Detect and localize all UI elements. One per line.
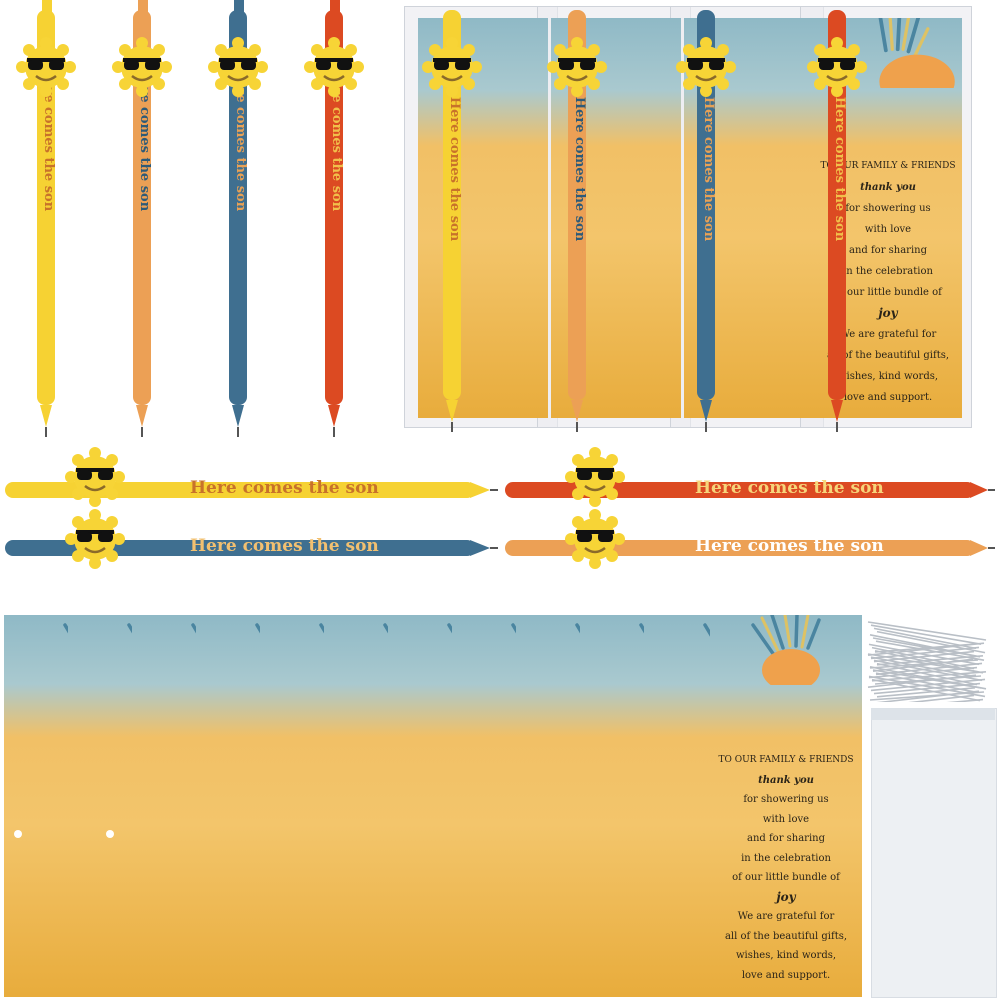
- sun-sunglasses-icon: [63, 445, 127, 509]
- card-closing-3: wishes, kind words,: [837, 371, 939, 382]
- pen-blue-vertical: Here comes the son: [229, 0, 248, 437]
- card-message: TO OUR FAMILY & FRIENDS thank you for sh…: [710, 751, 862, 985]
- cellophane-bag-flap: [871, 708, 995, 720]
- card-joy: joy: [878, 306, 898, 320]
- card-header: TO OUR FAMILY & FRIENDS: [718, 755, 854, 765]
- card-message: TO OUR FAMILY & FRIENDS thank you for sh…: [814, 156, 962, 408]
- sun-sunglasses-icon: [110, 35, 174, 99]
- pen-red-horizontal: Here comes the son: [505, 478, 975, 498]
- sun-sunglasses-icon: [420, 35, 484, 99]
- card-thank-you: thank you: [758, 774, 814, 786]
- pen-yellow-vertical: Here comes the son: [37, 0, 56, 437]
- card-thank-you: thank you: [860, 182, 916, 193]
- packaged-pen-orange: Here comes the son: [568, 10, 587, 432]
- packaged-pen-red: Here comes the son: [828, 10, 847, 432]
- card-closing-3: wishes, kind words,: [735, 950, 837, 961]
- sun-sunglasses-icon: [805, 35, 869, 99]
- card-closing-4: love and support.: [741, 969, 831, 981]
- card-closing-1: We are grateful for: [737, 911, 835, 922]
- sun-rays-icon: [878, 18, 955, 88]
- card-line-4: in the celebration: [741, 852, 831, 864]
- card-joy: joy: [776, 889, 796, 904]
- card-line-5: of our little bundle of: [732, 872, 840, 883]
- sun-toppers-packaged: [420, 35, 869, 99]
- sun-toppers-horizontal-right: [563, 445, 627, 571]
- pen-slogan: Here comes the son: [701, 96, 716, 242]
- card-line-2: with love: [864, 224, 912, 235]
- pen-yellow-horizontal: Here comes the son: [5, 478, 475, 498]
- card-line-2: with love: [762, 813, 810, 825]
- sun-toppers-row: [14, 35, 366, 99]
- sun-sunglasses-icon: [563, 445, 627, 509]
- card-front: TO OUR FAMILY & FRIENDS thank you for sh…: [710, 615, 862, 997]
- pen-slogan: Here comes the son: [832, 96, 847, 242]
- twist-tie-icon: [867, 621, 987, 702]
- pen-tips-left: [470, 482, 498, 556]
- card-closing-4: love and support.: [843, 392, 933, 403]
- sun-sunglasses-icon: [14, 35, 78, 99]
- sun-sunglasses-icon: [563, 507, 627, 571]
- pen-orange-vertical: Here comes the son: [133, 0, 152, 437]
- card-closing-1: We are grateful for: [839, 329, 937, 340]
- pen-blue-horizontal: Here comes the son: [5, 536, 475, 556]
- sun-sunglasses-icon: [302, 35, 366, 99]
- pen-red-vertical: Here comes the son: [325, 0, 344, 437]
- card-line-3: and for sharing: [848, 245, 928, 256]
- pen-slogan: Here comes the son: [447, 96, 462, 242]
- pen-slogan: Here comes the son: [190, 536, 379, 556]
- pen-orange-horizontal: Here comes the son: [505, 536, 975, 556]
- card-line-1: for showering us: [845, 203, 931, 214]
- card-closing-2: all of the beautiful gifts,: [724, 930, 848, 942]
- pen-slogan: Here comes the son: [695, 478, 884, 498]
- pen-slogan: Here comes the son: [190, 478, 379, 498]
- sun-sunglasses-icon: [206, 35, 270, 99]
- pen-slogan: Here comes the son: [572, 96, 587, 242]
- sun-sunglasses-icon: [63, 507, 127, 571]
- card-header: TO OUR FAMILY & FRIENDS: [820, 161, 956, 171]
- pen-tips-right: [970, 482, 995, 556]
- pen-slogan: Here comes the son: [695, 536, 884, 556]
- card-line-1: for showering us: [743, 794, 829, 805]
- sun-toppers-horizontal-left: [63, 445, 127, 571]
- card-line-5: of our little bundle of: [834, 287, 942, 298]
- packaged-pen-blue: Here comes the son: [697, 10, 716, 432]
- card-closing-2: all of the beautiful gifts,: [826, 350, 950, 361]
- cellophane-bag-icon: [871, 708, 997, 998]
- sun-sunglasses-icon: [674, 35, 738, 99]
- sun-sunglasses-icon: [545, 35, 609, 99]
- card-line-3: and for sharing: [746, 833, 826, 844]
- card-line-4: in the celebration: [843, 266, 933, 277]
- packaged-pen-yellow: Here comes the son: [443, 10, 462, 432]
- sun-rays-icon: [751, 615, 821, 685]
